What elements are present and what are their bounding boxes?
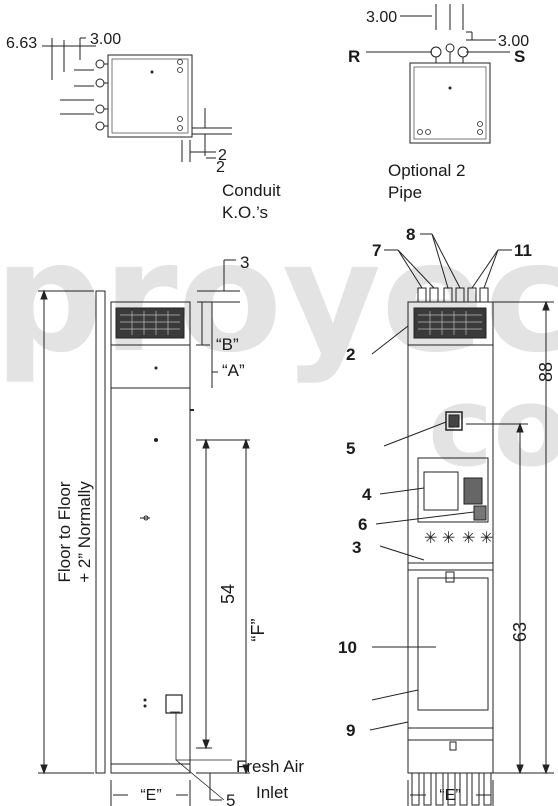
front-elevation: ✳ ✳ ✳ ✳ (369, 233, 554, 806)
coil-section (417, 577, 489, 711)
callout-7: 7 (372, 241, 381, 260)
thermostat-box (445, 411, 463, 431)
callout-5: 5 (346, 439, 355, 458)
dim-e-front: “E” (439, 787, 460, 804)
side-elevation (38, 259, 250, 806)
dim-e-side: “E” (140, 787, 161, 804)
label-a: “A” (222, 361, 245, 380)
wall-strip (95, 290, 106, 774)
transformer (423, 471, 459, 511)
svg-text:✳ ✳: ✳ ✳ (462, 530, 493, 547)
dim-6-63: 6.63 (6, 35, 37, 52)
callout-10: 10 (338, 638, 357, 657)
top-right-labels: 3.00 3.00 R S Optional 2 Pipe (348, 9, 529, 202)
dim-63: 63 (510, 622, 530, 642)
front-grille (413, 307, 487, 339)
conduit-caption-2: K.O.’s (222, 203, 268, 222)
knockout (95, 78, 105, 88)
top-left-cabinet-inner (111, 58, 189, 134)
fresh-air-label-2: Inlet (256, 783, 288, 802)
dim-3-00-right: 3.00 (498, 33, 529, 50)
pipe-caption-2: Pipe (388, 183, 422, 202)
dim-2-b: 2 (216, 159, 225, 176)
front-legs (411, 772, 492, 806)
callout-6: 6 (358, 515, 367, 534)
callout-8: 8 (406, 225, 415, 244)
callout-2: 2 (346, 345, 355, 364)
component-bay (417, 457, 489, 523)
callout-11: 11 (514, 241, 532, 260)
knockout (95, 121, 105, 131)
pipe-return-icon (430, 46, 442, 58)
knockout (95, 104, 105, 114)
top-left-conduit-view (42, 37, 232, 162)
fresh-air-inlet (165, 694, 183, 714)
side-grille (115, 307, 185, 339)
floor-normally-label: + 2” Normally (75, 481, 94, 583)
dim-3-00-top: 3.00 (366, 9, 397, 26)
top-right-pipe-view (366, 4, 510, 144)
top-left-cabinet (107, 54, 193, 138)
front-view-labels: 2 3 4 5 6 7 8 9 10 11 63 88 “E” (338, 225, 556, 804)
dim-f: “F” (248, 619, 268, 642)
dim-3-00-left: 3.00 (90, 31, 121, 48)
callout-9: 9 (346, 721, 355, 740)
knockout (95, 59, 105, 69)
side-view-labels: 3 “B” “A” Floor to Floor + 2” Normally 5… (55, 253, 304, 806)
conduit-caption-1: Conduit (222, 181, 281, 200)
floor-to-floor-label: Floor to Floor (55, 481, 74, 582)
dim-54: 54 (218, 584, 238, 604)
fresh-air-label-1: Fresh Air (236, 757, 304, 776)
side-cabinet (110, 301, 191, 774)
dim-3-top: 3 (240, 253, 249, 272)
dim-88: 88 (536, 362, 556, 382)
svg-text:✳ ✳: ✳ ✳ (424, 530, 455, 547)
dim-2-a: 2 (218, 147, 227, 164)
watermark: proyecto co (0, 209, 558, 491)
label-b: “B” (216, 335, 239, 354)
callout-3: 3 (352, 538, 361, 557)
dim-5: 5 (226, 791, 235, 806)
callout-4: 4 (362, 485, 372, 504)
label-return: R (348, 47, 360, 66)
pipe-caption-1: Optional 2 (388, 161, 466, 180)
conduit-knockouts (95, 59, 108, 131)
top-left-labels: 6.63 3.00 2 2 Conduit K.O.’s (6, 31, 281, 222)
label-supply: S (514, 47, 525, 66)
watermark-text: proyecto (0, 209, 558, 386)
